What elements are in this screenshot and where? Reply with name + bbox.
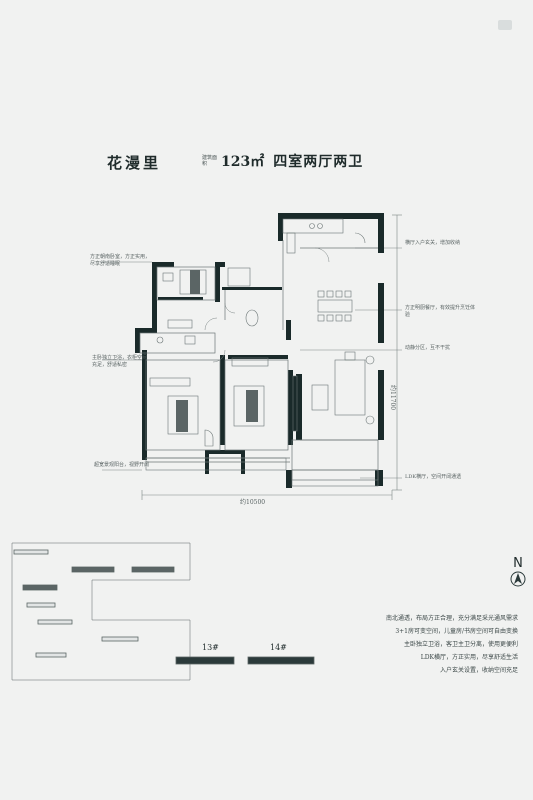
project-name: 花漫里 — [107, 154, 162, 172]
building-13-label: 13# — [202, 643, 219, 652]
north-label-wrap: N — [508, 556, 528, 571]
area-info: 建筑面积 123㎡ 四室两厅两卫 — [202, 151, 363, 171]
annotation-left-2: 主卧独立卫浴，衣柜空间充足，舒适私密 — [92, 355, 148, 368]
area-value: 123㎡ — [221, 154, 265, 170]
description-line: LDK横厅，方正实用，尽享舒适生活 — [420, 654, 518, 661]
description-line: 入户玄关设置，收纳空间充足 — [439, 667, 518, 674]
site-plan — [11, 542, 315, 681]
annotation-left-3: 超宽景观阳台，视野开阔 — [94, 462, 150, 468]
annotation-left-1: 方正朝南卧室，方正实用，尽享舒适睡眠 — [90, 254, 151, 267]
layout-type: 四室两厅两卫 — [273, 154, 364, 170]
description-line: 主卧独立卫浴，客卫主卫分离，使用更便利 — [403, 641, 518, 648]
living-room-furniture — [292, 351, 375, 432]
annotation-right-3: 动静分区，互不干扰 — [405, 345, 451, 351]
dining-table — [317, 290, 353, 322]
dimension-depth: 约11700 — [389, 385, 396, 411]
area-label: 建筑面积 — [202, 155, 218, 167]
dimension-width: 约10500 — [240, 499, 266, 506]
north-arrow-icon — [510, 571, 526, 587]
walls — [135, 213, 384, 488]
description-line: 南北通透，布局方正合理，充分满足采光通风需求 — [385, 615, 518, 622]
description: 南北通透，布局方正合理，充分满足采光通风需求 3+1房可变空间，儿童房/书房空间… — [368, 612, 518, 677]
north-label: N — [513, 556, 523, 571]
annotation-right-1: 横厅入户玄关，增加收纳 — [405, 240, 461, 246]
building-14-label: 14# — [270, 643, 287, 652]
annotation-right-4: LDK横厅，空间开阔通透 — [405, 474, 462, 480]
balcony — [145, 457, 379, 487]
bedroom-furniture — [149, 269, 269, 435]
kitchen — [282, 218, 366, 254]
bathroom-fixtures — [156, 267, 259, 447]
annotation-right-2: 方正明厨餐厅，有效提升烹饪体验 — [405, 305, 476, 318]
description-line: 3+1房可变空间，儿童房/书房空间可自由变换 — [395, 628, 518, 635]
